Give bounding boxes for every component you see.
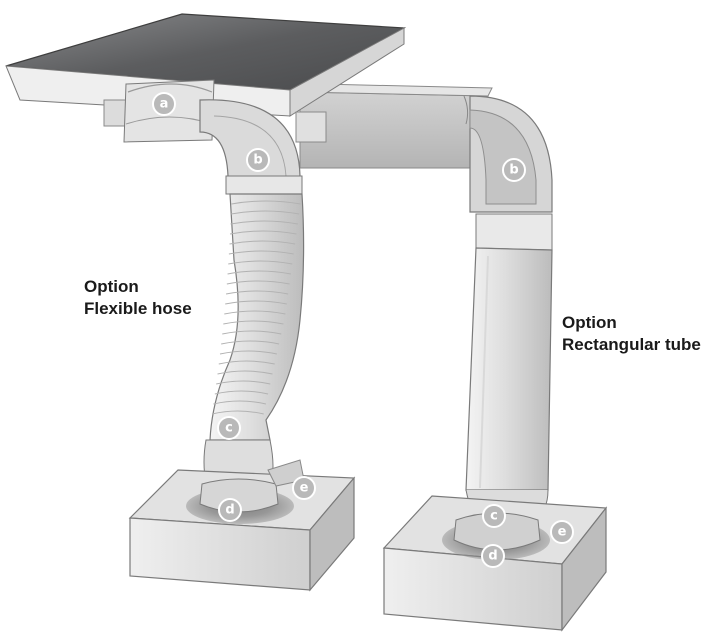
callout-d-right-text: d [488, 549, 497, 564]
hose-rib [226, 280, 290, 285]
hose-rib [218, 360, 275, 365]
callout-a: a [152, 92, 176, 116]
callout-e-left: e [292, 476, 316, 500]
hose-rib [229, 230, 297, 235]
hose-rib [231, 200, 301, 205]
callout-b-left-text: b [253, 153, 262, 168]
callout-d-left-text: d [225, 503, 234, 518]
hose-rib [223, 320, 284, 325]
hose-rib [211, 410, 264, 415]
callout-c-right: c [482, 504, 506, 528]
callout-b-right: b [502, 158, 526, 182]
rectangular-tube-option-text: Option [562, 313, 617, 332]
hose-rib [230, 210, 300, 215]
hose-rib [214, 390, 269, 395]
callout-a-text: a [160, 97, 169, 112]
hose-rib [227, 270, 292, 275]
left-base-block [128, 459, 356, 592]
callout-c-left-text: c [225, 421, 233, 436]
callout-c-right-text: c [490, 509, 498, 524]
horizontal-duct [299, 83, 493, 169]
hose-rib [229, 240, 296, 245]
hose-rib [224, 310, 286, 315]
callout-c-left: c [217, 416, 241, 440]
flexible-hose-label: Option Flexible hose [84, 276, 192, 320]
hose-rib [228, 260, 293, 265]
rectangular-tube-name-text: Rectangular tube [562, 335, 701, 354]
flexible-hose-option-text: Option [84, 277, 139, 296]
hose-rib [217, 370, 273, 375]
callout-b-right-text: b [509, 163, 518, 178]
rectangular-tube [465, 213, 553, 517]
right-base-block [382, 495, 608, 632]
flexible-hose-name-text: Flexible hose [84, 299, 192, 318]
left-elbow [199, 99, 303, 195]
callout-e-left-text: e [300, 481, 309, 496]
callout-d-left: d [218, 498, 242, 522]
hose-rib [219, 350, 277, 355]
hose-rib [222, 330, 282, 335]
hose-rib [225, 300, 287, 305]
callout-e-right: e [550, 520, 574, 544]
callout-d-right: d [481, 544, 505, 568]
flexible-hose [203, 193, 305, 485]
hose-rib [221, 340, 280, 345]
callout-e-right-text: e [558, 525, 567, 540]
hose-rib [225, 290, 289, 295]
right-elbow [463, 95, 553, 213]
hose-rib [213, 400, 267, 405]
hose-rib [228, 250, 294, 255]
rectangular-tube-label: Option Rectangular tube [562, 312, 701, 356]
hose-rib [216, 380, 271, 385]
callout-b-left: b [246, 148, 270, 172]
hose-rib [230, 220, 298, 225]
